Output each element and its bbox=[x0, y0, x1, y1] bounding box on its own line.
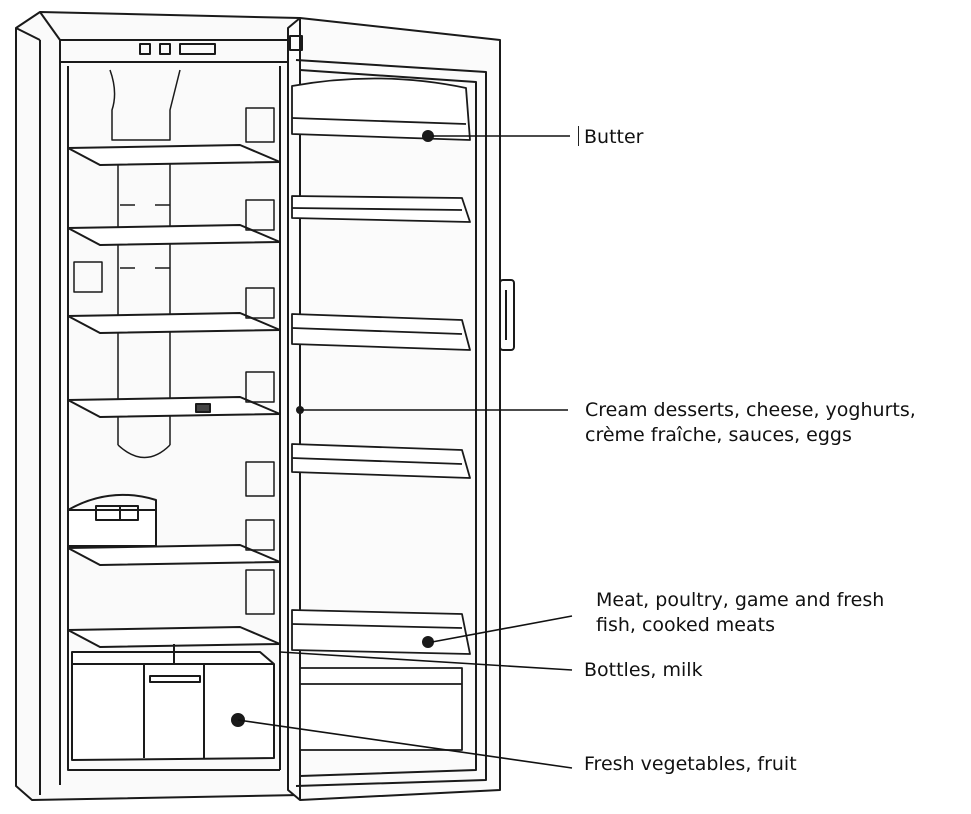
leader-bottles bbox=[279, 651, 573, 671]
crisper-drawer bbox=[71, 644, 275, 761]
label-meat-line-1: Meat, poultry, game and fresh bbox=[596, 589, 885, 611]
label-butter: Butter bbox=[578, 125, 643, 150]
label-cream-line-2: crème fraîche, sauces, eggs bbox=[585, 424, 852, 446]
label-vegetables: Fresh vegetables, fruit bbox=[584, 753, 797, 775]
leader-vegetables bbox=[237, 719, 573, 769]
label-bottles: Bottles, milk bbox=[584, 659, 703, 681]
back-wall-fixtures bbox=[73, 69, 181, 459]
leader-lines bbox=[237, 135, 573, 769]
leader-meat bbox=[431, 615, 573, 643]
label-butter-text: Butter bbox=[584, 126, 644, 148]
label-meat-line-2: fish, cooked meats bbox=[596, 614, 775, 636]
storage-box bbox=[67, 493, 157, 547]
label-cream-desserts: Cream desserts, cheese, yoghurts, crème … bbox=[585, 398, 916, 448]
zone-markers bbox=[296, 130, 434, 648]
label-tick bbox=[578, 126, 579, 146]
label-cream-line-1: Cream desserts, cheese, yoghurts, bbox=[585, 399, 916, 421]
label-meat: Meat, poultry, game and fresh fish, cook… bbox=[596, 588, 884, 638]
shelves bbox=[67, 144, 281, 648]
side-rails bbox=[245, 107, 275, 615]
